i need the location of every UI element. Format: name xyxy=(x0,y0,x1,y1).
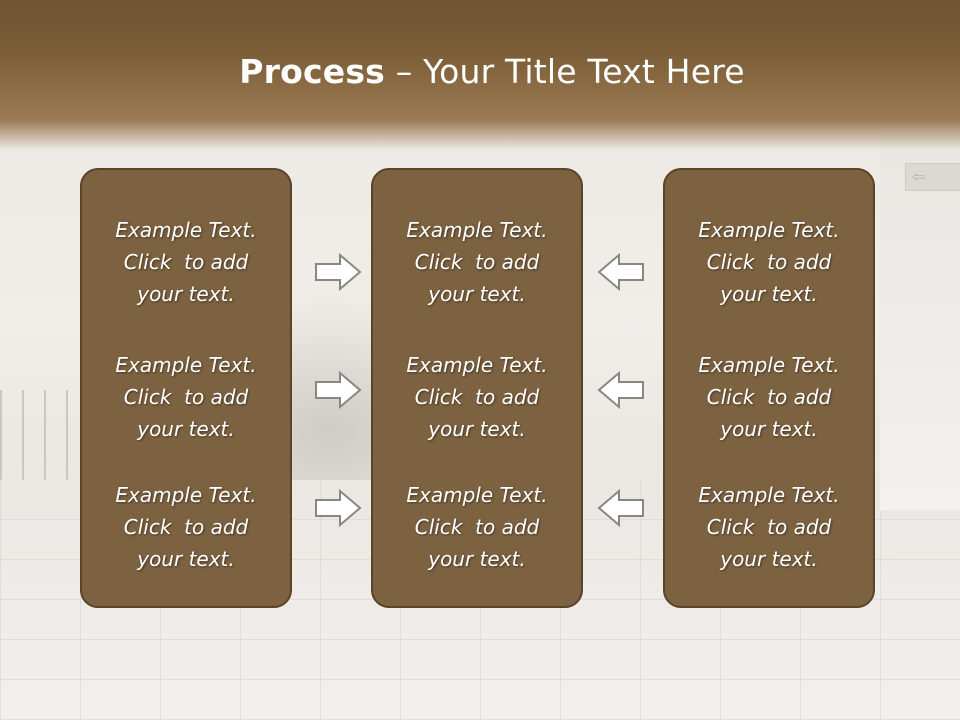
text-line: Click to add xyxy=(706,515,832,539)
text-line: your text. xyxy=(720,282,818,306)
background-wall xyxy=(880,130,960,510)
text-line: your text. xyxy=(428,417,526,441)
arrow-left-icon xyxy=(597,370,645,410)
text-line: Example Text. xyxy=(115,483,257,507)
text-item[interactable]: Example Text. Click to add your text. xyxy=(82,349,290,445)
title-rest: – Your Title Text Here xyxy=(385,52,745,91)
text-item[interactable]: Example Text. Click to add your text. xyxy=(665,479,873,575)
text-line: Example Text. xyxy=(698,218,840,242)
text-box-right[interactable]: Example Text. Click to add your text. Ex… xyxy=(663,168,875,608)
slide-title[interactable]: Process – Your Title Text Here xyxy=(0,52,960,91)
text-line: Example Text. xyxy=(698,483,840,507)
text-item[interactable]: Example Text. Click to add your text. xyxy=(373,479,581,575)
text-line: Example Text. xyxy=(406,483,548,507)
text-item[interactable]: Example Text. Click to add your text. xyxy=(82,214,290,310)
text-line: Example Text. xyxy=(406,218,548,242)
text-line: Click to add xyxy=(706,385,832,409)
text-item[interactable]: Example Text. Click to add your text. xyxy=(82,479,290,575)
text-line: Example Text. xyxy=(406,353,548,377)
arrow-left-icon xyxy=(597,488,645,528)
text-line: Click to add xyxy=(123,385,249,409)
arrow-right-icon xyxy=(314,370,362,410)
text-line: your text. xyxy=(137,547,235,571)
text-line: Click to add xyxy=(123,250,249,274)
text-line: Click to add xyxy=(414,515,540,539)
text-box-middle[interactable]: Example Text. Click to add your text. Ex… xyxy=(371,168,583,608)
text-line: your text. xyxy=(720,547,818,571)
arrow-right-icon xyxy=(314,488,362,528)
background-sign xyxy=(905,163,960,191)
text-item[interactable]: Example Text. Click to add your text. xyxy=(373,349,581,445)
text-item[interactable]: Example Text. Click to add your text. xyxy=(665,214,873,310)
text-line: Click to add xyxy=(414,385,540,409)
text-line: Click to add xyxy=(414,250,540,274)
sign-arrow-icon: ⇦ xyxy=(912,167,926,186)
text-line: Example Text. xyxy=(115,353,257,377)
text-line: Click to add xyxy=(123,515,249,539)
text-line: your text. xyxy=(428,282,526,306)
text-line: your text. xyxy=(720,417,818,441)
text-item[interactable]: Example Text. Click to add your text. xyxy=(665,349,873,445)
arrow-right-icon xyxy=(314,252,362,292)
text-line: your text. xyxy=(137,417,235,441)
title-bold: Process xyxy=(239,52,386,91)
arrow-left-icon xyxy=(597,252,645,292)
text-line: your text. xyxy=(137,282,235,306)
text-item[interactable]: Example Text. Click to add your text. xyxy=(373,214,581,310)
text-box-left[interactable]: Example Text. Click to add your text. Ex… xyxy=(80,168,292,608)
title-banner xyxy=(0,0,960,150)
background-railing xyxy=(0,390,80,480)
text-line: Example Text. xyxy=(115,218,257,242)
text-line: Click to add xyxy=(706,250,832,274)
text-line: Example Text. xyxy=(698,353,840,377)
text-line: your text. xyxy=(428,547,526,571)
